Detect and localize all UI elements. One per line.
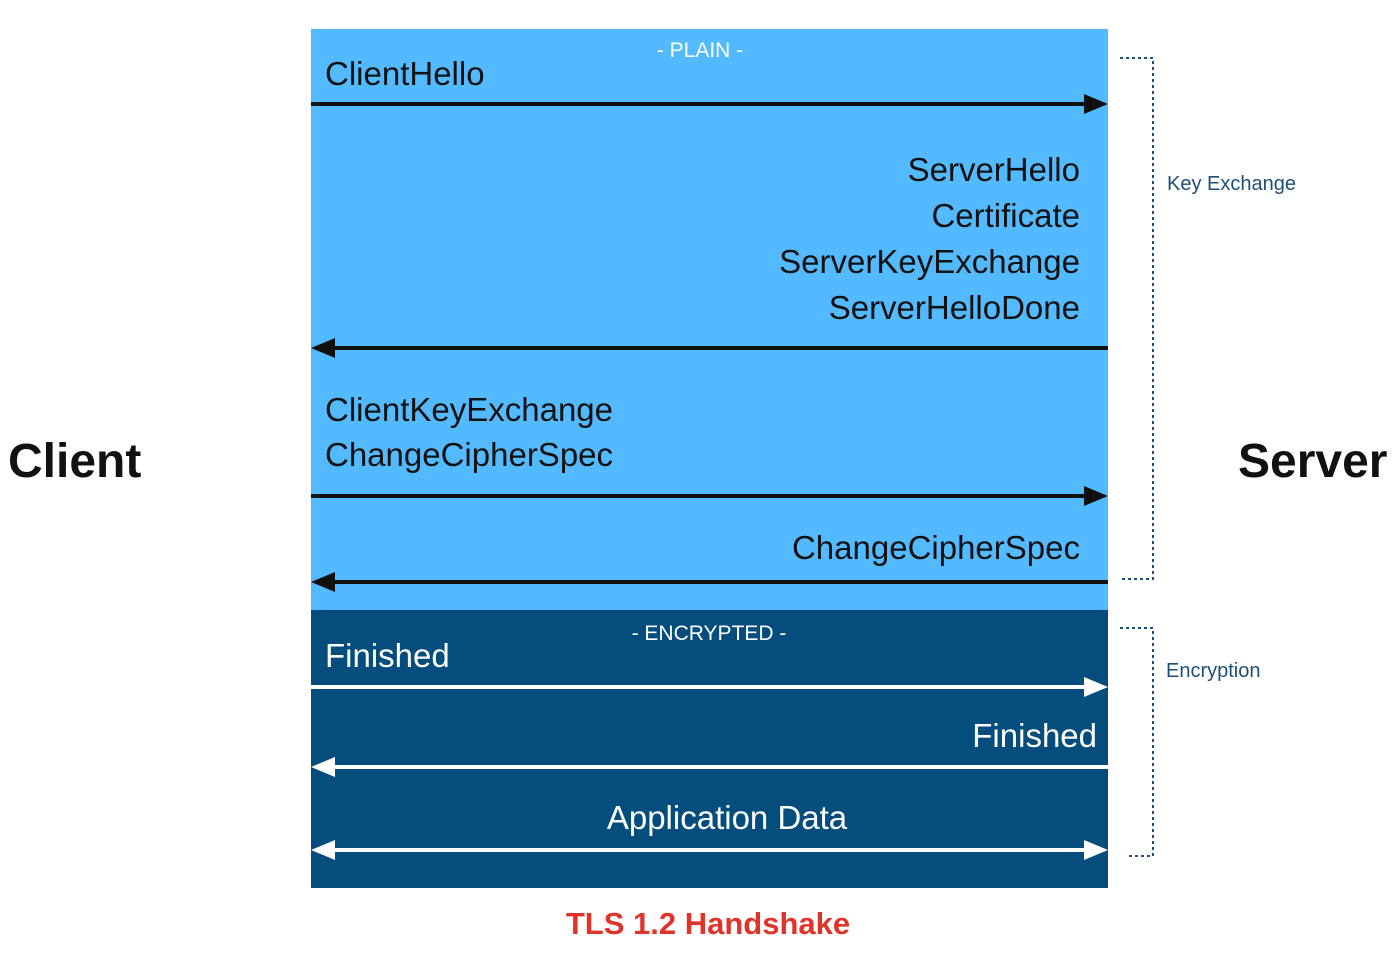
certificate-message: Certificate (931, 197, 1080, 234)
application-data-message: Application Data (606, 799, 848, 836)
server-hello-message: ServerHello (907, 151, 1080, 188)
encrypted-phase-panel (311, 610, 1108, 888)
client-change-cipher-spec-message: ChangeCipherSpec (325, 436, 614, 473)
diagram-caption: TLS 1.2 Handshake (565, 906, 851, 941)
encryption-label: Encryption (1166, 660, 1261, 682)
server-finished-message: Finished (972, 717, 1097, 754)
encrypted-phase-label: - ENCRYPTED - (631, 622, 787, 645)
client-key-exchange-message: ClientKeyExchange (325, 391, 614, 428)
server-label: Server (1238, 435, 1388, 488)
client-hello-message: ClientHello (325, 55, 485, 92)
encryption-bracket (1120, 627, 1154, 857)
key-exchange-label: Key Exchange (1167, 173, 1296, 195)
client-label: Client (8, 435, 142, 488)
server-hello-done-message: ServerHelloDone (828, 289, 1080, 326)
plain-phase-panel (311, 29, 1108, 610)
plain-phase-label: - PLAIN - (656, 39, 744, 62)
key-exchange-bracket (1120, 57, 1154, 580)
client-finished-message: Finished (325, 637, 450, 674)
server-key-exchange-message: ServerKeyExchange (779, 243, 1080, 280)
server-change-cipher-spec-message: ChangeCipherSpec (791, 529, 1080, 566)
